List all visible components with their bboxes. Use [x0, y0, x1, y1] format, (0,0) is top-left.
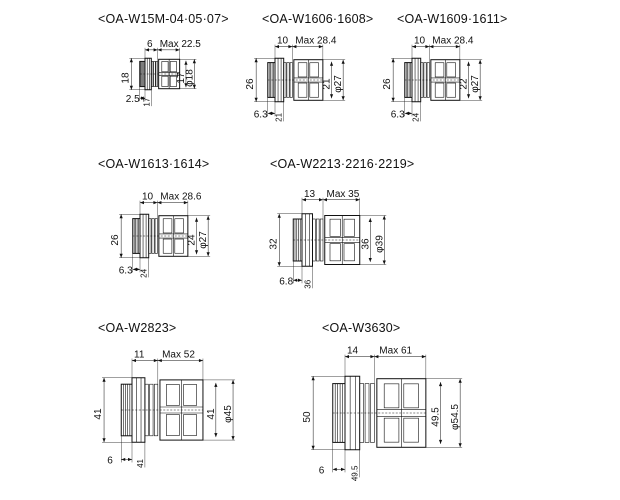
- dim-head-4: 13: [304, 189, 316, 200]
- dim-head-2: 10: [414, 36, 426, 47]
- dim-thread-1: 21: [322, 78, 333, 90]
- dim-thick-2: 24: [412, 112, 421, 121]
- dim-head-0: 6: [147, 39, 153, 50]
- diagram-title-oa-w15m: <OA-W15M-04·05·07>: [98, 12, 229, 26]
- diagram-title-oa-w1609: <OA-W1609·1611>: [397, 12, 508, 26]
- dim-max-4: Max 35: [327, 189, 360, 200]
- dim-thread-0: 17: [176, 72, 187, 84]
- dim-thread-3: 24: [187, 234, 198, 246]
- dim-height-1: 26: [245, 78, 256, 90]
- dim-thick-4: 36: [304, 279, 313, 288]
- dim-max-6: Max 61: [379, 346, 412, 357]
- dim-base-2: 6.3: [391, 109, 405, 120]
- dim-max-3: Max 28.6: [160, 192, 202, 203]
- dim-thread-5: 41: [206, 408, 217, 420]
- dim-base-3: 6.3: [119, 265, 133, 276]
- dim-base-6: 6: [319, 465, 325, 476]
- dim-dia-4: φ39: [374, 235, 385, 253]
- dim-height-3: 26: [110, 234, 121, 246]
- connector-drawing-5: 11 Max 52 41 41 φ45 6 41: [93, 350, 236, 468]
- dim-height-6: 50: [302, 411, 313, 423]
- dim-max-5: Max 52: [162, 350, 195, 361]
- dim-base-0: 2.5: [126, 94, 140, 105]
- dim-height-2: 26: [382, 78, 393, 90]
- dim-thick-3: 24: [140, 268, 149, 277]
- dim-head-6: 14: [347, 346, 359, 357]
- diagram-title-oa-w2213: <OA-W2213·2216·2219>: [270, 157, 415, 171]
- dim-dia-2: φ27: [470, 75, 481, 93]
- dim-base-1: 6.3: [254, 109, 268, 120]
- diagram-title-oa-w1613: <OA-W1613·1614>: [98, 157, 210, 171]
- dim-dia-6: φ54.5: [450, 404, 461, 430]
- dim-thick-6: 49.5: [351, 465, 360, 481]
- dim-dia-0: φ18: [184, 69, 195, 87]
- dim-head-1: 10: [277, 36, 289, 47]
- dim-thread-6: 49.5: [431, 407, 442, 427]
- dim-height-5: 41: [93, 408, 104, 420]
- dim-thread-2: 22: [459, 78, 470, 90]
- dim-head-3: 10: [142, 192, 154, 203]
- dim-max-2: Max 28.4: [432, 36, 474, 47]
- dim-height-4: 32: [268, 238, 279, 250]
- connector-drawing-6: 14 Max 61 50 49.5 φ54.5 6 49.5: [302, 346, 463, 481]
- dim-thread-4: 36: [360, 238, 371, 250]
- dim-max-1: Max 28.4: [295, 36, 337, 47]
- dim-thick-5: 41: [136, 458, 145, 467]
- dim-base-4: 6.8: [279, 276, 293, 287]
- dim-base-5: 6: [107, 455, 113, 466]
- dim-dia-1: φ27: [333, 75, 344, 93]
- dim-max-0: Max 22.5: [160, 39, 202, 50]
- diagram-title-oa-w1606: <OA-W1606·1608>: [262, 12, 374, 26]
- dim-dia-3: φ27: [198, 231, 209, 249]
- dim-height-0: 18: [120, 72, 131, 84]
- dim-dia-5: φ45: [223, 405, 234, 423]
- diagram-title-oa-w2823: <OA-W2823>: [98, 321, 177, 335]
- dim-thick-0: 17: [142, 97, 151, 106]
- diagram-title-oa-w3630: <OA-W3630>: [322, 321, 401, 335]
- dim-thick-1: 21: [275, 112, 284, 121]
- dim-head-5: 11: [134, 350, 145, 361]
